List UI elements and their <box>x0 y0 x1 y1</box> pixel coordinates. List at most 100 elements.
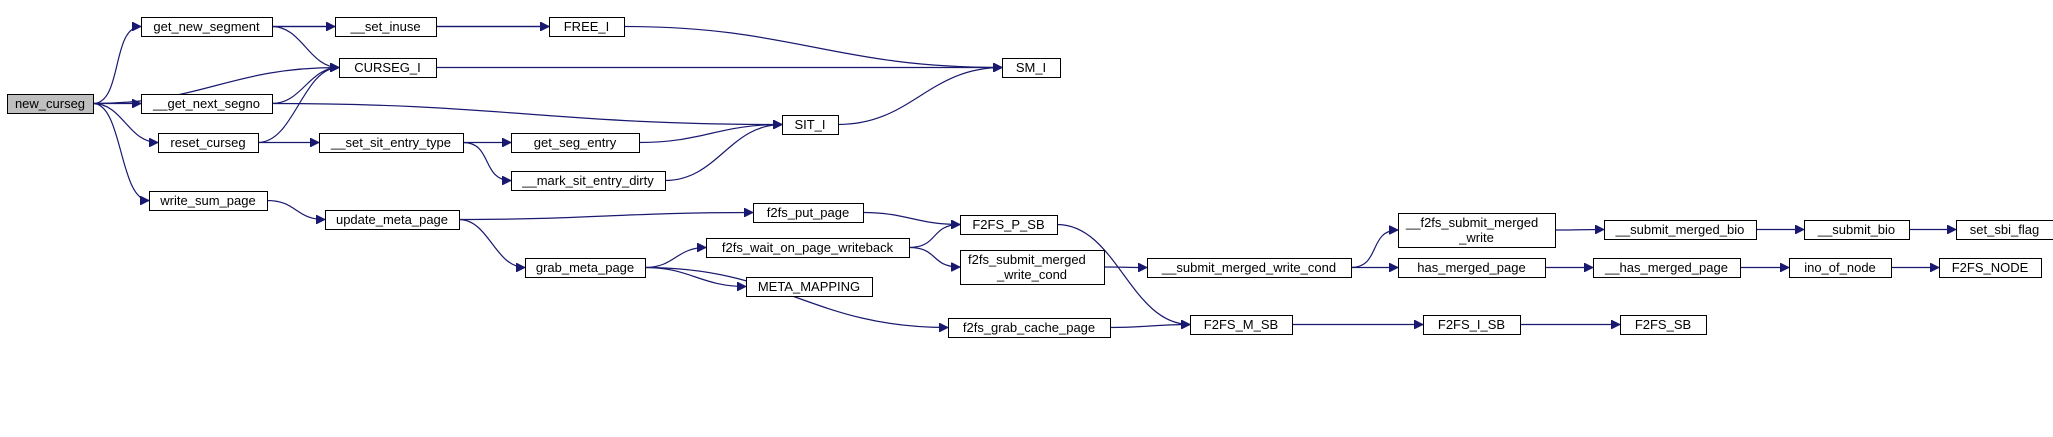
edge-0 <box>92 27 142 105</box>
node-box[interactable] <box>511 171 666 191</box>
node-box[interactable] <box>511 133 640 153</box>
node-get-new-segment[interactable]: get_new_segment <box>141 17 273 37</box>
node-get-next-segno[interactable]: __get_next_segno <box>141 94 273 114</box>
node-box[interactable] <box>1147 258 1352 278</box>
node-f2fs-m-sb[interactable]: F2FS_M_SB <box>1190 315 1293 335</box>
edge-20 <box>266 199 325 220</box>
node-new-curseg[interactable]: new_curseg <box>7 94 94 114</box>
node-box[interactable] <box>1620 315 1707 335</box>
edge-4 <box>92 102 150 201</box>
edge-13 <box>257 68 339 144</box>
edge-layer <box>92 25 1956 328</box>
node-box[interactable] <box>525 258 646 278</box>
node-update-meta-page[interactable]: update_meta_page <box>325 210 460 230</box>
edge-9 <box>623 25 1002 68</box>
node-ino-of-node[interactable]: ino_of_node <box>1789 258 1892 278</box>
node-label: F2FS_P_SB <box>972 217 1044 232</box>
node-box[interactable] <box>948 318 1111 338</box>
node-box[interactable] <box>549 17 625 37</box>
node-f2fs-submit-merged-write[interactable]: __f2fs_submit_merged_write <box>1398 213 1556 248</box>
node-sm-i[interactable]: SM_I <box>1002 58 1061 78</box>
node-f2fs-put-page[interactable]: f2fs_put_page <box>753 203 864 223</box>
node-label: f2fs_grab_cache_page <box>963 320 1095 335</box>
node-box[interactable] <box>753 203 864 223</box>
node-f2fs-i-sb[interactable]: F2FS_I_SB <box>1423 315 1521 335</box>
node-box[interactable] <box>325 210 460 230</box>
node-reset-curseg[interactable]: reset_curseg <box>158 133 259 153</box>
node-box[interactable] <box>1423 315 1521 335</box>
edge-24 <box>644 248 706 269</box>
edge-11 <box>271 68 339 105</box>
node-box[interactable] <box>960 215 1058 235</box>
node-label: __mark_sit_entry_dirty <box>521 173 654 188</box>
node-get-seg-entry[interactable]: get_seg_entry <box>511 133 640 153</box>
node-box[interactable] <box>706 238 910 258</box>
node-mark-sit-entry-dirty[interactable]: __mark_sit_entry_dirty <box>511 171 666 191</box>
node-label: __get_next_segno <box>152 96 260 111</box>
node-label: __set_inuse <box>349 19 420 34</box>
node-label: get_new_segment <box>153 19 260 34</box>
node-f2fs-p-sb[interactable]: F2FS_P_SB <box>960 215 1058 235</box>
node-sit-i[interactable]: SIT_I <box>782 115 839 135</box>
node-label: reset_curseg <box>170 135 245 150</box>
node-f2fs-wait-on-page-writeback[interactable]: f2fs_wait_on_page_writeback <box>706 238 910 258</box>
edge-39 <box>1109 325 1190 328</box>
node-label: F2FS_I_SB <box>1438 317 1505 332</box>
node-box[interactable] <box>960 250 1105 285</box>
node-box[interactable] <box>7 94 94 114</box>
node-write-sum-page[interactable]: write_sum_page <box>149 191 268 211</box>
node-label: new_curseg <box>15 96 85 111</box>
node-f2fs-submit-merged-write-cond[interactable]: f2fs_submit_merged_write_cond <box>960 250 1105 285</box>
node-box[interactable] <box>746 277 873 297</box>
node-has-merged-page[interactable]: __has_merged_page <box>1593 258 1741 278</box>
node-f2fs-grab-cache-page[interactable]: f2fs_grab_cache_page <box>948 318 1111 338</box>
node-box[interactable] <box>141 94 273 114</box>
node-submit-merged-write-cond[interactable]: __submit_merged_write_cond <box>1147 258 1352 278</box>
node-curseg-i[interactable]: CURSEG_I <box>339 58 437 78</box>
node-box[interactable] <box>1593 258 1741 278</box>
node-has-merged-page[interactable]: has_merged_page <box>1398 258 1546 278</box>
node-f2fs-sb[interactable]: F2FS_SB <box>1620 315 1707 335</box>
node-box[interactable] <box>319 133 464 153</box>
node-box[interactable] <box>335 17 437 37</box>
node-box[interactable] <box>1604 220 1757 240</box>
node-box[interactable] <box>158 133 259 153</box>
node-meta-mapping[interactable]: META_MAPPING <box>746 277 873 297</box>
node-grab-meta-page[interactable]: grab_meta_page <box>525 258 646 278</box>
node-label: F2FS_M_SB <box>1204 317 1278 332</box>
node-f2fs-node[interactable]: F2FS_NODE <box>1939 258 2042 278</box>
node-label: SIT_I <box>794 117 825 132</box>
node-box[interactable] <box>149 191 268 211</box>
node-box[interactable] <box>339 58 437 78</box>
node-set-inuse[interactable]: __set_inuse <box>335 17 437 37</box>
node-label: META_MAPPING <box>758 279 860 294</box>
node-label: grab_meta_page <box>536 260 634 275</box>
node-box[interactable] <box>1956 220 2053 240</box>
node-label: ino_of_node <box>1804 260 1876 275</box>
node-box[interactable] <box>1939 258 2042 278</box>
edge-1 <box>92 68 339 105</box>
node-label: __has_merged_page <box>1604 260 1728 275</box>
node-box[interactable] <box>1789 258 1892 278</box>
node-label: f2fs_submit_merged <box>968 252 1086 267</box>
node-box[interactable] <box>1804 220 1910 240</box>
edge-15 <box>837 68 1002 126</box>
node-box[interactable] <box>782 115 839 135</box>
edge-19 <box>664 125 782 182</box>
node-box[interactable] <box>1398 258 1546 278</box>
edge-28 <box>908 246 960 268</box>
node-box[interactable] <box>1190 315 1293 335</box>
node-submit-merged-bio[interactable]: __submit_merged_bio <box>1604 220 1757 240</box>
node-box[interactable] <box>1398 213 1556 248</box>
edge-3 <box>92 102 158 143</box>
node-free-i[interactable]: FREE_I <box>549 17 625 37</box>
edge-26 <box>644 266 948 328</box>
node-submit-bio[interactable]: __submit_bio <box>1804 220 1910 240</box>
node-set-sit-entry-type[interactable]: __set_sit_entry_type <box>319 133 464 153</box>
node-box[interactable] <box>141 17 273 37</box>
node-set-sbi-flag[interactable]: set_sbi_flag <box>1956 220 2053 240</box>
node-box[interactable] <box>1002 58 1061 78</box>
node-label: get_seg_entry <box>534 135 617 150</box>
node-label: f2fs_put_page <box>767 205 849 220</box>
